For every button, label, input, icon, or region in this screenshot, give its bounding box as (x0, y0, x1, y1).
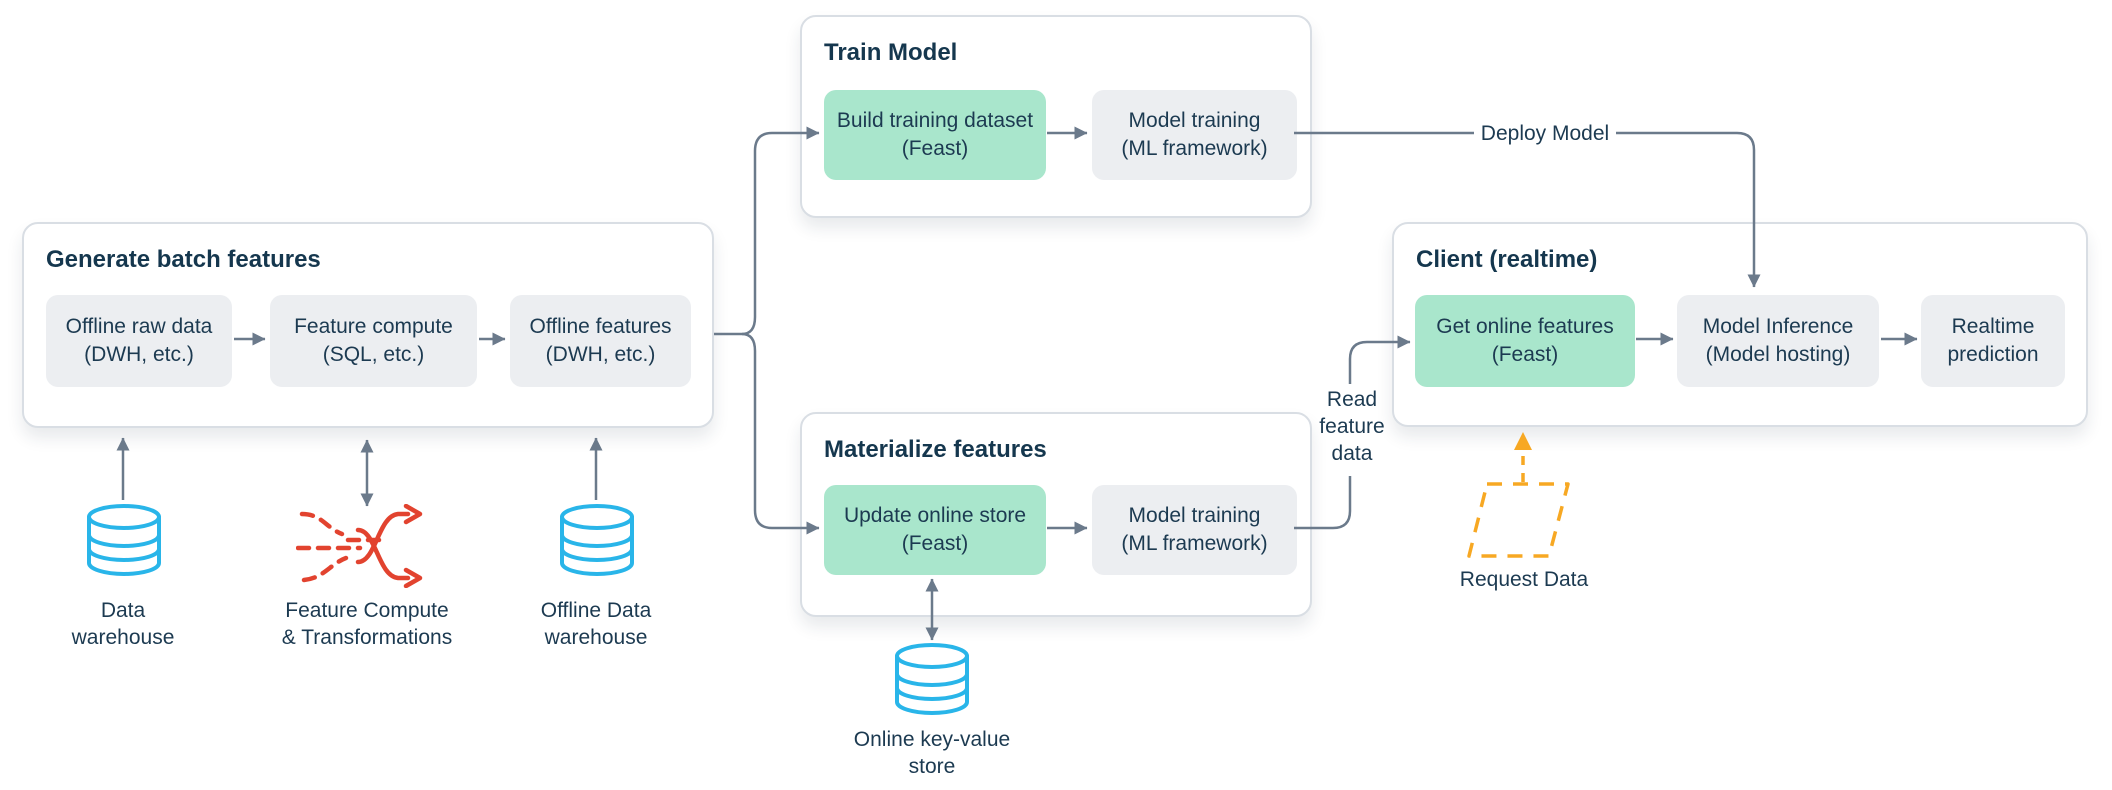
node-realtime-prediction: Realtime prediction (1921, 295, 2065, 387)
node-feature-compute: Feature compute (SQL, etc.) (270, 295, 477, 387)
node-get-online-features: Get online features (Feast) (1415, 295, 1635, 387)
label-data-warehouse: Data warehouse (71, 599, 175, 649)
node-offline-features: Offline features (DWH, etc.) (510, 295, 691, 387)
node-build-training-dataset: Build training dataset (Feast) (824, 90, 1046, 180)
node-model-training-train: Model training (ML framework) (1092, 90, 1297, 180)
group-title-generate: Generate batch features (46, 246, 321, 273)
group-materialize-features: Materialize features Update online store… (800, 412, 1312, 617)
group-title-client: Client (realtime) (1416, 246, 1598, 273)
label-online-key-value-store: Online key-value store (853, 728, 1011, 778)
group-title-materialize: Materialize features (824, 436, 1047, 463)
database-icon-data-warehouse (87, 504, 161, 576)
request-data-icon (1467, 432, 1570, 558)
label-offline-data-warehouse: Offline Data warehouse (540, 599, 652, 649)
node-offline-raw-data: Offline raw data (DWH, etc.) (46, 295, 232, 387)
transform-shuffle-icon (296, 504, 423, 588)
database-icon-offline-warehouse (560, 504, 634, 576)
group-train-model: Train Model Build training dataset (Feas… (800, 15, 1312, 218)
group-title-train: Train Model (824, 39, 958, 66)
label-feature-compute-transformations: Feature Compute & Transformations (281, 599, 453, 649)
label-request-data: Request Data (1459, 568, 1589, 591)
label-deploy-model: Deploy Model (1480, 122, 1610, 145)
database-icon-online-kv-store (895, 643, 969, 715)
group-client-realtime: Client (realtime) Get online features (F… (1392, 222, 2088, 427)
node-model-inference: Model Inference (Model hosting) (1677, 295, 1879, 387)
label-read-feature-data: Read feature data (1319, 388, 1385, 465)
node-update-online-store: Update online store (Feast) (824, 485, 1046, 575)
group-generate-batch-features: Generate batch features Offline raw data… (22, 222, 714, 428)
node-model-training-materialize: Model training (ML framework) (1092, 485, 1297, 575)
